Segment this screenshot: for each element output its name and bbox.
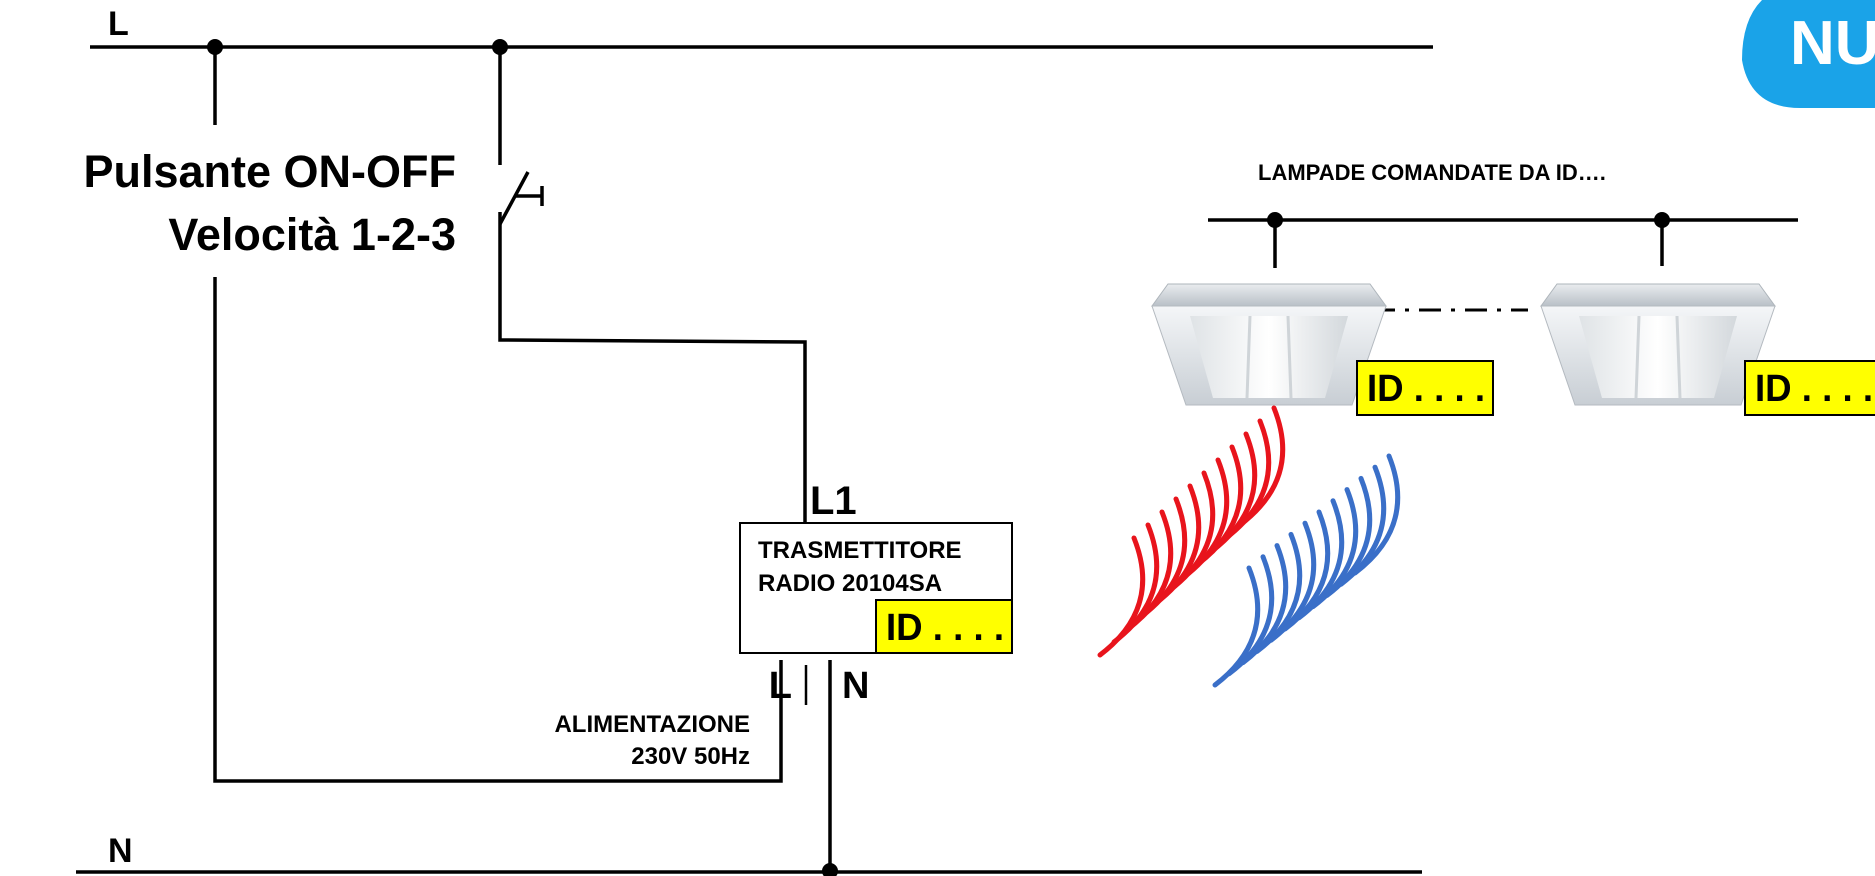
lamp-id-label: ID . . . . xyxy=(1367,368,1485,410)
terminal-l1-label: L1 xyxy=(810,479,857,523)
label-neutral-n: N xyxy=(108,832,133,870)
wire-switch-to-l1 xyxy=(498,212,807,523)
junction-dot xyxy=(822,863,838,876)
radio-wave-arc xyxy=(1181,457,1230,580)
lamp-2: ID . . . . xyxy=(1540,283,1875,416)
supply-label-line1: ALIMENTAZIONE xyxy=(554,711,750,738)
radio-waves-blue xyxy=(1212,453,1401,688)
radio-wave-arc xyxy=(1097,535,1146,658)
radio-wave-arc xyxy=(1167,470,1216,593)
transmitter-id-box xyxy=(875,599,1013,654)
lamp-1: ID . . . . xyxy=(1151,283,1494,416)
lamp-icon xyxy=(1151,283,1387,406)
lamps-title: LAMPADE COMANDATE DA ID…. xyxy=(1258,160,1606,185)
supply-label-line2: 230V 50Hz xyxy=(631,743,750,770)
logo-shape xyxy=(1742,0,1875,108)
junction-dot xyxy=(207,39,223,55)
transmitter-id-label: ID . . . . xyxy=(886,607,1004,649)
radio-wave-arc xyxy=(1195,444,1244,567)
logo-text: NU xyxy=(1790,9,1875,78)
terminal-n-label: N xyxy=(842,665,869,707)
radio-wave-arc xyxy=(1153,483,1202,606)
logo: NU xyxy=(1742,0,1875,108)
lamp-id-box xyxy=(1744,360,1875,416)
wire-button-return xyxy=(213,277,783,783)
radio-wave-arc xyxy=(1139,496,1188,619)
radio-wave-arc xyxy=(1111,522,1160,645)
junction-dot xyxy=(492,39,508,55)
junction-dot xyxy=(1267,212,1283,228)
junction-dot xyxy=(1654,212,1670,228)
switch-contact xyxy=(498,171,530,225)
radio-wave-arc xyxy=(1125,509,1174,632)
radio-wave-arc xyxy=(1209,431,1258,554)
junctions xyxy=(207,39,1670,876)
lamp-id-label: ID . . . . xyxy=(1755,368,1873,410)
transmitter-name-line1: TRASMETTITORE xyxy=(758,537,962,564)
radio-waves-red xyxy=(1097,405,1286,658)
transmitter: TRASMETTITORE RADIO 20104SA ID . . . . xyxy=(739,522,1013,654)
radio-wave-arc xyxy=(1223,418,1272,541)
label-line-l: L xyxy=(108,5,129,43)
button-label-line2: Velocità 1-2-3 xyxy=(168,209,456,260)
radio-wave-arc xyxy=(1352,453,1401,576)
button-label-line1: Pulsante ON-OFF xyxy=(83,146,456,197)
lamp-icon xyxy=(1540,283,1776,406)
terminal-l-label: L xyxy=(769,665,792,707)
transmitter-name-line2: RADIO 20104SA xyxy=(758,570,942,597)
lamp-id-box xyxy=(1356,360,1494,416)
radio-wave-arc xyxy=(1237,405,1286,528)
